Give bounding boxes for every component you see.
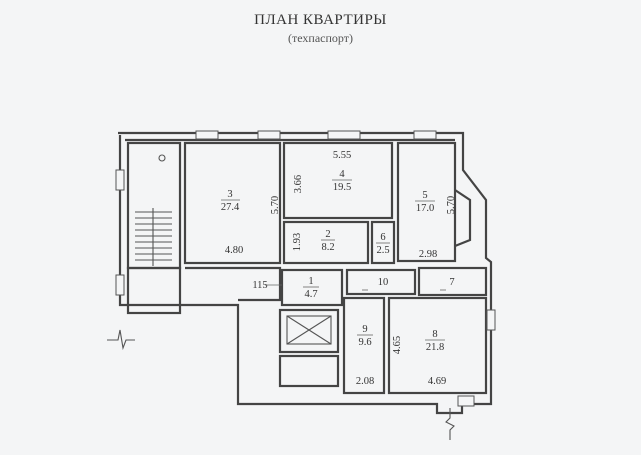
room-9-area: 9.6 — [358, 337, 371, 348]
room-6-area: 2.5 — [376, 245, 389, 256]
room-3-number: 3 — [227, 189, 232, 200]
window — [257, 130, 281, 140]
dimension-label: 1.93 — [292, 233, 303, 251]
break-mark — [107, 329, 135, 351]
room-5 — [396, 141, 457, 263]
elevator-car — [286, 315, 332, 345]
room-2 — [282, 220, 370, 265]
elevator-lower — [278, 354, 340, 388]
room-10 — [345, 268, 417, 296]
dimension-label: 4.69 — [428, 376, 446, 387]
room-6-number: 6 — [380, 232, 385, 243]
room-5-number: 5 — [422, 190, 427, 201]
window — [195, 130, 219, 140]
room-1 — [280, 268, 344, 307]
dimension-label: 5.70 — [446, 196, 457, 214]
dimension-label: 5.70 — [270, 196, 281, 214]
room-1-area: 4.7 — [304, 289, 317, 300]
dimension-label: 115 — [252, 280, 267, 291]
dimension-label: 3.66 — [293, 175, 304, 193]
window — [413, 130, 437, 140]
room-8-number: 8 — [432, 329, 437, 340]
dimension-label: 4.65 — [392, 336, 403, 354]
room-8 — [387, 296, 488, 395]
stairwell — [126, 141, 182, 270]
room-2-area: 8.2 — [321, 242, 334, 253]
dimension-label: 2.98 — [419, 249, 437, 260]
window — [115, 169, 125, 191]
room-3 — [183, 141, 282, 265]
room-5-bay — [454, 189, 472, 248]
outer-wall — [118, 131, 493, 415]
room-10-number: 10 — [378, 277, 389, 288]
plan-subtitle: (техпаспорт) — [288, 31, 353, 45]
room-9 — [342, 296, 386, 395]
dimension-label: 4.80 — [225, 245, 243, 256]
dimension-label: 5.55 — [333, 150, 351, 161]
room-9-number: 9 — [362, 324, 367, 335]
room-7-number: 7 — [449, 277, 454, 288]
stairwell-circle — [158, 154, 166, 162]
room-5-area: 17.0 — [416, 203, 434, 214]
stairs — [135, 208, 172, 266]
dimension-label: 2.08 — [356, 376, 374, 387]
room-7 — [417, 266, 488, 297]
window — [115, 274, 125, 296]
room-2-number: 2 — [325, 229, 330, 240]
room-6 — [370, 220, 396, 265]
window — [327, 130, 361, 140]
room-1-number: 1 — [308, 276, 313, 287]
room-3-area: 27.4 — [221, 202, 240, 213]
lower-stairwell — [126, 266, 182, 315]
window — [486, 309, 496, 331]
elevator-shaft — [278, 308, 340, 354]
room-4-number: 4 — [339, 169, 345, 180]
break-mark — [445, 408, 455, 440]
plan-title: ПЛАН КВАРТИРЫ — [254, 12, 387, 28]
room-4 — [282, 141, 394, 220]
room-8-area: 21.8 — [426, 342, 444, 353]
room-4-area: 19.5 — [333, 182, 351, 193]
corridor — [185, 266, 282, 302]
window — [457, 395, 475, 407]
